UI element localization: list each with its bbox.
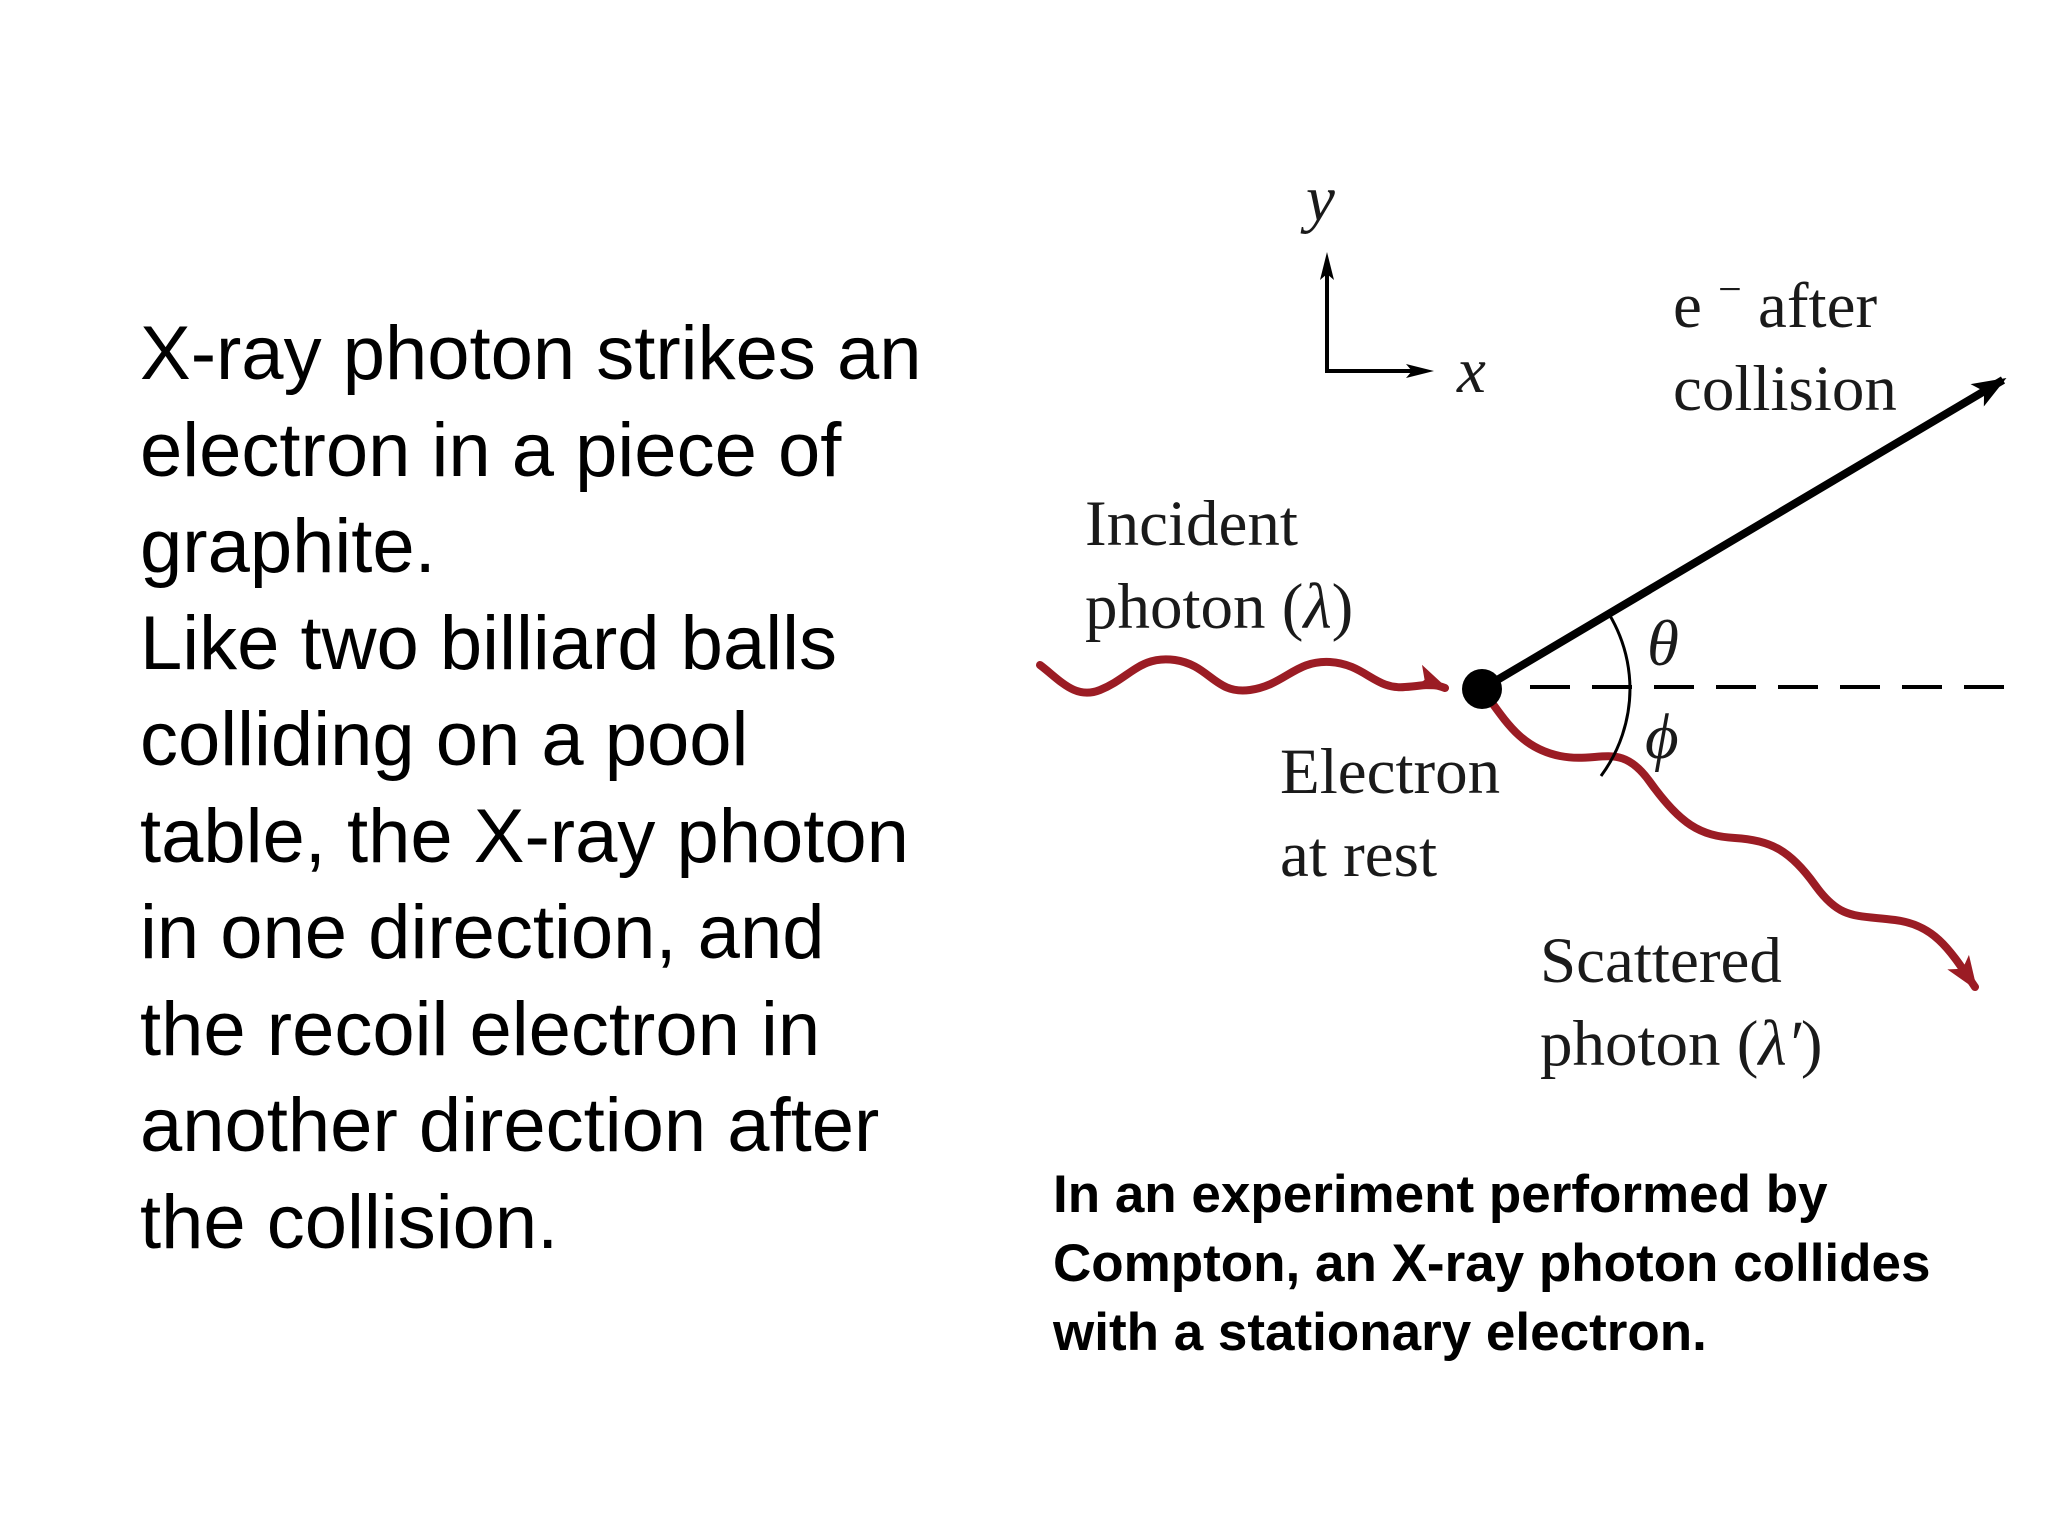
electron-after-label-line1: e − after xyxy=(1673,246,1877,342)
electron-after-word: after xyxy=(1758,270,1877,342)
theta-arc xyxy=(1607,613,1632,690)
scattered-photon-suffix: ) xyxy=(1801,1008,1823,1080)
electron-symbol: e xyxy=(1673,270,1702,342)
scattered-photon-label-line1: Scattered xyxy=(1540,925,1782,997)
body-text-line: electron in a piece of xyxy=(140,407,842,493)
incident-photon-wave xyxy=(1036,655,1449,697)
scattered-photon-label-line2: photon (λ′) xyxy=(1540,1008,1823,1080)
y-axis-label: y xyxy=(1300,163,1335,235)
phi-label: ϕ xyxy=(1645,701,1679,773)
scattered-lambda-prime-symbol: λ′ xyxy=(1756,1008,1802,1080)
scattered-photon-prefix: photon ( xyxy=(1540,1008,1758,1080)
y-axis-arrowhead xyxy=(1320,252,1334,280)
incident-lambda-symbol: λ xyxy=(1301,571,1331,643)
body-text-line: graphite. xyxy=(140,504,436,589)
electron-dot xyxy=(1462,669,1502,709)
body-text-line: in one direction, and xyxy=(140,890,825,975)
phi-arc xyxy=(1599,688,1632,777)
incident-photon-suffix: ) xyxy=(1332,571,1354,643)
body-text-line: the collision. xyxy=(140,1179,559,1265)
caption-line: In an experiment performed by xyxy=(1053,1165,1828,1224)
body-text-line: X-ray photon strikes an xyxy=(140,311,922,396)
x-axis-arrowhead xyxy=(1406,364,1434,378)
incident-photon-label-line2: photon (λ) xyxy=(1085,571,1353,643)
electron-at-rest-label-line2: at rest xyxy=(1280,819,1437,891)
body-text: X-ray photon strikes an electron in a pi… xyxy=(140,306,1020,1271)
caption-line: with a stationary electron. xyxy=(1053,1303,1707,1362)
scattered-photon-wave xyxy=(1478,685,1979,991)
electron-charge-sup: − xyxy=(1718,267,1742,313)
body-text-line: Like two billiard balls xyxy=(140,600,837,686)
body-text-line: another direction after xyxy=(140,1083,880,1168)
body-text-line: colliding on a pool xyxy=(140,697,749,782)
coordinate-axes: y x xyxy=(1300,163,1486,407)
incident-photon-prefix: photon ( xyxy=(1085,571,1303,643)
caption: In an experiment performed by Compton, a… xyxy=(1053,1160,2043,1367)
x-axis-label: x xyxy=(1456,335,1486,407)
electron-at-rest-label-line1: Electron xyxy=(1280,736,1500,808)
body-text-line: the recoil electron in xyxy=(140,986,821,1072)
body-text-line: table, the X-ray photon xyxy=(140,793,909,879)
incident-photon-label-line1: Incident xyxy=(1085,488,1298,560)
theta-label: θ xyxy=(1647,608,1679,680)
caption-line: Compton, an X-ray photon collides xyxy=(1053,1234,1931,1293)
electron-after-label-line2: collision xyxy=(1673,353,1897,425)
electron-recoil-path xyxy=(1479,376,2007,693)
